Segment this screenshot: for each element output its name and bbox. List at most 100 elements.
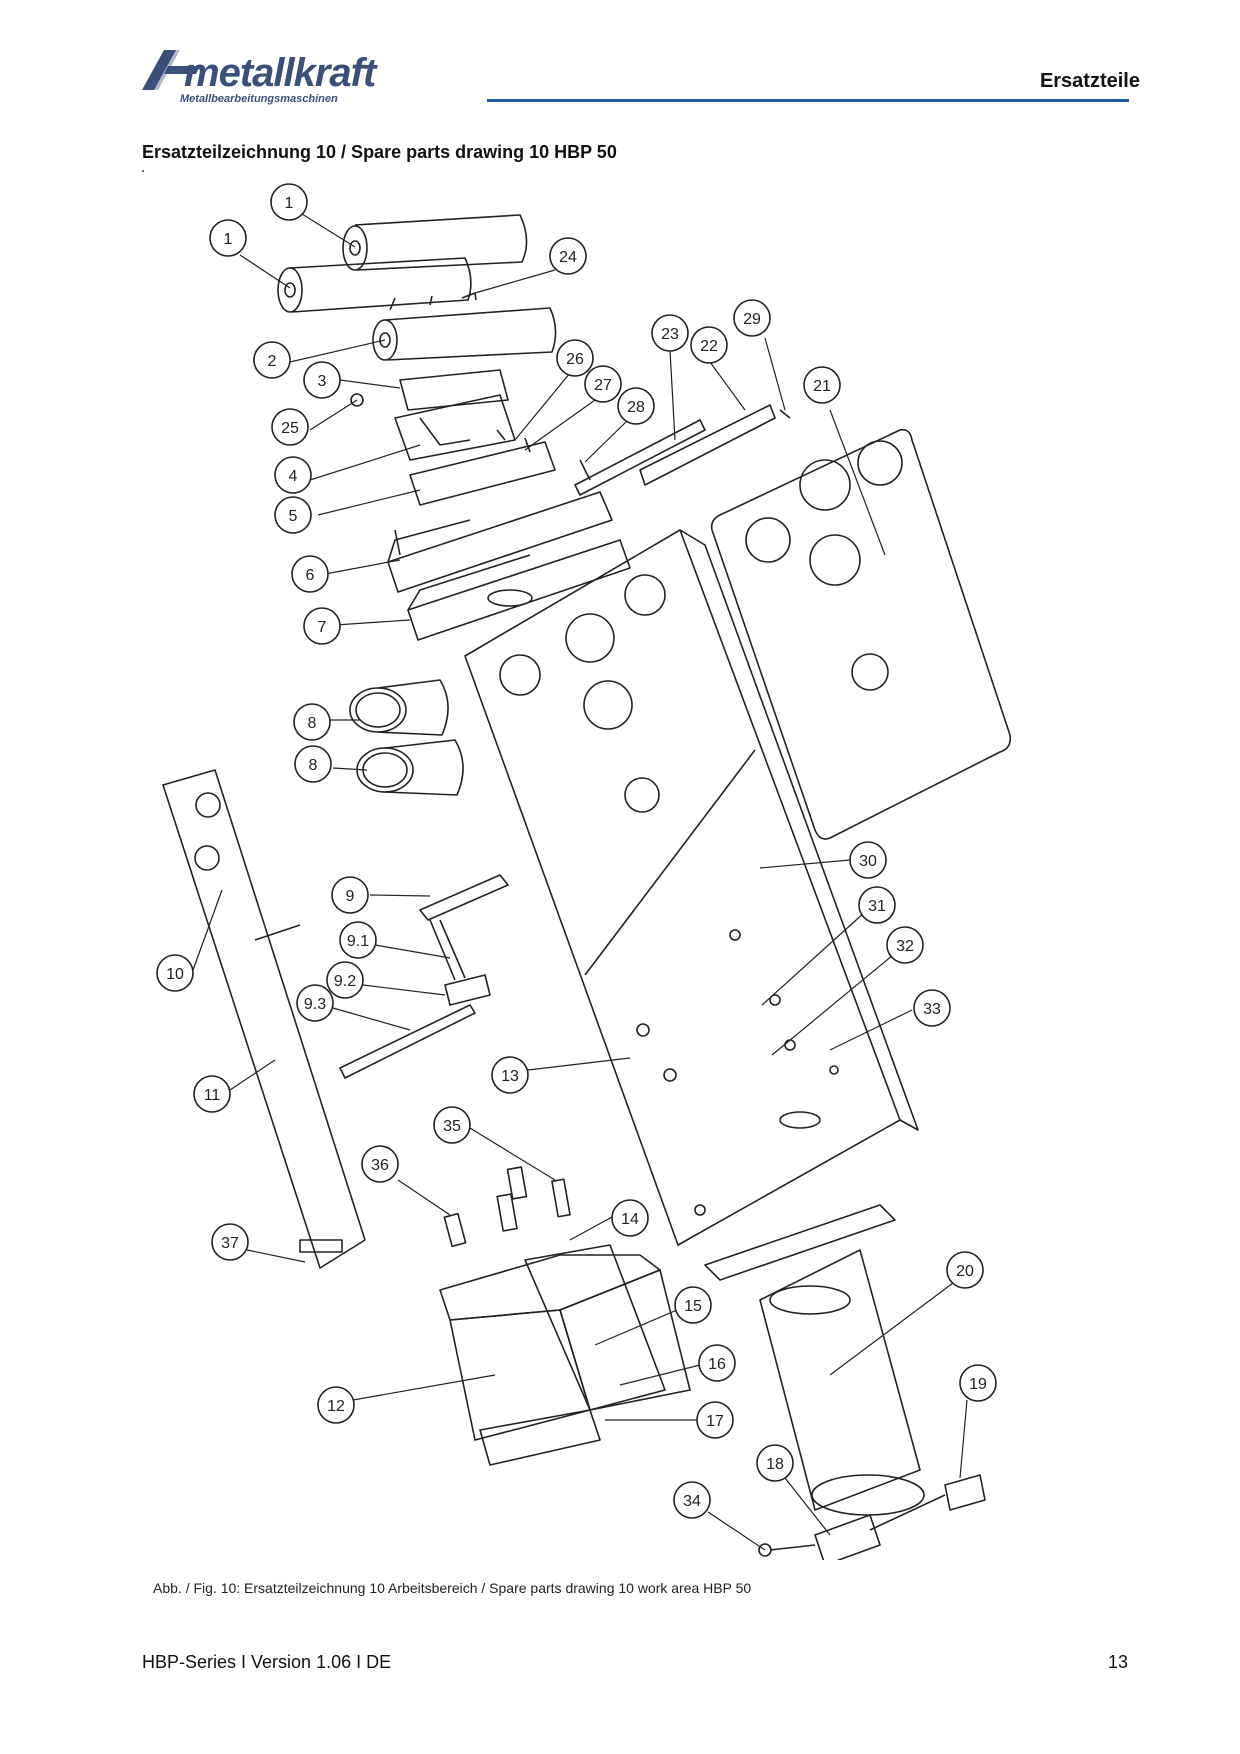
bush-part-8 xyxy=(349,679,449,736)
callout-label: 6 xyxy=(306,567,315,584)
callout-label: 31 xyxy=(868,898,886,915)
block-part-7 xyxy=(407,539,631,641)
callout-label: 25 xyxy=(281,420,299,437)
callout-label: 12 xyxy=(327,1398,345,1415)
rail-part-23 xyxy=(574,419,706,496)
callout-label: 1 xyxy=(285,195,294,212)
callout-label: 7 xyxy=(318,619,327,636)
cover-plate-part-21 xyxy=(710,428,1012,840)
section-label: Ersatzteile xyxy=(1039,70,1140,92)
callout-35: 35 xyxy=(433,1106,471,1144)
callout-27: 27 xyxy=(584,365,622,403)
block-part-3 xyxy=(399,369,509,411)
callout-label: 5 xyxy=(289,508,298,525)
callout-14: 14 xyxy=(611,1199,649,1237)
callout-label: 17 xyxy=(706,1413,724,1430)
drawing-title: Ersatzteilzeichnung 10 / Spare parts dra… xyxy=(142,142,617,162)
callout-label: 22 xyxy=(700,338,718,355)
callout-label: 9.1 xyxy=(347,933,369,950)
callout-label: 13 xyxy=(501,1068,519,1085)
callout-label: 9.2 xyxy=(334,973,356,990)
rail-part-22 xyxy=(639,404,776,486)
stray-mark xyxy=(142,170,144,172)
logo-emblem-icon xyxy=(142,50,200,90)
callout-label: 14 xyxy=(621,1211,639,1228)
callout-11: 11 xyxy=(193,1075,231,1113)
callout-33: 33 xyxy=(913,989,951,1027)
callout-label: 10 xyxy=(166,966,184,983)
callout-label: 19 xyxy=(969,1376,987,1393)
callout-label: 36 xyxy=(371,1157,389,1174)
callout-label: 34 xyxy=(683,1493,701,1510)
bush-part-8b xyxy=(356,739,464,796)
callout-label: 24 xyxy=(559,249,577,266)
callout-label: 4 xyxy=(289,468,298,485)
callout-9-3: 9.3 xyxy=(296,984,334,1022)
callout-9-1: 9.1 xyxy=(339,921,377,959)
callout-label: 16 xyxy=(708,1356,726,1373)
callout-label: 2 xyxy=(268,353,277,370)
callout-label: 8 xyxy=(309,757,318,774)
callout-label: 9 xyxy=(346,888,355,905)
header-rule xyxy=(487,99,1129,102)
callout-label: 9.3 xyxy=(304,996,326,1013)
callout-36: 36 xyxy=(361,1145,399,1183)
clamp-parts-18-19 xyxy=(758,1474,986,1560)
block-part-4 xyxy=(394,394,516,461)
footer-version: HBP-Series I Version 1.06 I DE xyxy=(142,1652,392,1672)
logo-wordmark: metallkraft xyxy=(184,51,378,95)
callout-22: 22 xyxy=(690,326,728,364)
callout-label: 1 xyxy=(224,231,233,248)
callout-29: 29 xyxy=(733,299,771,337)
metallkraft-logo: metallkraft Metallbearbeitungsmaschinen xyxy=(140,46,460,106)
bracket-part-9 xyxy=(339,874,509,1079)
callout-15: 15 xyxy=(674,1286,712,1324)
roller-part-1 xyxy=(342,214,528,271)
callout-30: 30 xyxy=(849,841,887,879)
callout-label: 37 xyxy=(221,1235,239,1252)
callout-label: 3 xyxy=(318,373,327,390)
callout-7: 7 xyxy=(303,607,341,645)
callout-label: 18 xyxy=(766,1456,784,1473)
callout-4: 4 xyxy=(274,456,312,494)
motor-part-20 xyxy=(704,1204,925,1516)
callout-10: 10 xyxy=(156,954,194,992)
arm-part-10-11 xyxy=(162,769,366,1269)
callout-13: 13 xyxy=(491,1056,529,1094)
callout-34: 34 xyxy=(673,1481,711,1519)
callout-bubbles: 1 1 24 2 3 25 26 27 28 23 22 29 21 4 5 6… xyxy=(156,183,997,1519)
callout-label: 8 xyxy=(308,715,317,732)
callout-12: 12 xyxy=(317,1386,355,1424)
spare-parts-drawing: 1 1 24 2 3 25 26 27 28 23 22 29 21 4 5 6… xyxy=(0,180,1240,1560)
callout-1a: 1 xyxy=(270,183,308,221)
callout-5: 5 xyxy=(274,496,312,534)
callout-26: 26 xyxy=(556,339,594,377)
block-part-6 xyxy=(387,491,613,593)
page-number: 13 xyxy=(1107,1652,1128,1672)
callout-20: 20 xyxy=(946,1251,984,1289)
callout-label: 28 xyxy=(627,399,645,416)
roller-part-2 xyxy=(372,295,557,361)
callout-32: 32 xyxy=(886,926,924,964)
callout-label: 33 xyxy=(923,1001,941,1018)
callout-label: 11 xyxy=(204,1087,221,1104)
figure-caption: Abb. / Fig. 10: Ersatzteilzeichnung 10 A… xyxy=(153,1580,752,1596)
logo-subline: Metallbearbeitungsmaschinen xyxy=(180,93,338,105)
callout-9: 9 xyxy=(331,876,369,914)
callout-label: 27 xyxy=(594,377,612,394)
callout-label: 26 xyxy=(566,351,584,368)
callout-label: 32 xyxy=(896,938,914,955)
callout-6: 6 xyxy=(291,555,329,593)
callout-21: 21 xyxy=(803,366,841,404)
callout-16: 16 xyxy=(698,1344,736,1382)
callout-37: 37 xyxy=(211,1223,249,1261)
callout-label: 30 xyxy=(859,853,877,870)
callout-label: 35 xyxy=(443,1118,461,1135)
callout-17: 17 xyxy=(696,1401,734,1439)
callout-31: 31 xyxy=(858,886,896,924)
callout-label: 23 xyxy=(661,326,679,343)
carriage-part-12 xyxy=(439,1244,691,1466)
callout-18: 18 xyxy=(756,1444,794,1482)
callout-23: 23 xyxy=(651,314,689,352)
callout-25: 25 xyxy=(271,408,309,446)
